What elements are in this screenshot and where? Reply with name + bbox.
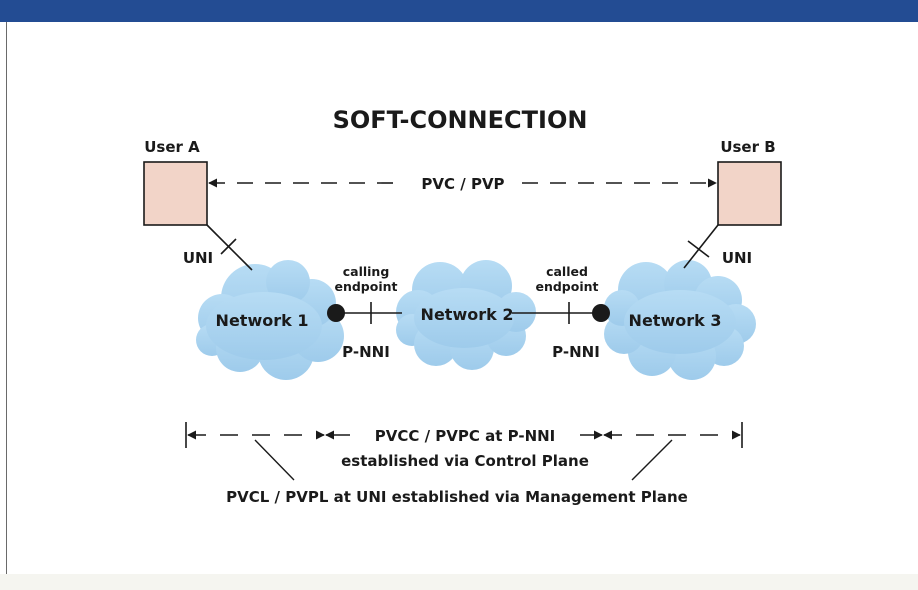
user-a-box — [143, 161, 208, 226]
network-3-cloud: Network 3 — [604, 260, 756, 380]
network-3-label: Network 3 — [629, 311, 722, 330]
network-2-cloud: Network 2 — [396, 260, 536, 370]
top-banner — [0, 0, 918, 22]
uni-tick-left — [220, 238, 237, 255]
calling-endpoint-dot — [327, 304, 345, 322]
user-b-label: User B — [720, 138, 775, 156]
left-margin-rule — [6, 22, 7, 574]
user-a-label: User A — [144, 138, 200, 156]
uni-label-left: UNI — [183, 249, 213, 267]
calling-label-line2: endpoint — [334, 279, 397, 294]
calling-label-line1: calling — [343, 264, 390, 279]
pnni-label-right: P-NNI — [552, 343, 600, 361]
called-label-line2: endpoint — [535, 279, 598, 294]
leader-line-left — [254, 439, 295, 481]
network-1-cloud: Network 1 — [196, 260, 344, 380]
network-2-label: Network 2 — [421, 305, 514, 324]
uni-link-right — [683, 224, 719, 269]
pvcc-caption-line1: PVCC / PVPC at P-NNI — [375, 427, 556, 445]
network-1-label: Network 1 — [216, 311, 309, 330]
called-endpoint-dot — [592, 304, 610, 322]
leader-line-right — [631, 439, 673, 481]
called-label-line1: called — [546, 264, 588, 279]
pvc-pvp-label: PVC / PVP — [421, 175, 504, 193]
uni-link-left — [206, 224, 253, 271]
uni-tick-right — [687, 240, 710, 258]
pnni-label-left: P-NNI — [342, 343, 390, 361]
user-b-box — [717, 161, 782, 226]
diagram-title: SOFT-CONNECTION — [333, 106, 588, 134]
pvcl-caption: PVCL / PVPL at UNI established via Manag… — [226, 488, 688, 506]
uni-label-right: UNI — [722, 249, 752, 267]
bottom-margin — [0, 574, 918, 590]
pvcc-caption-line2: established via Control Plane — [341, 452, 589, 470]
